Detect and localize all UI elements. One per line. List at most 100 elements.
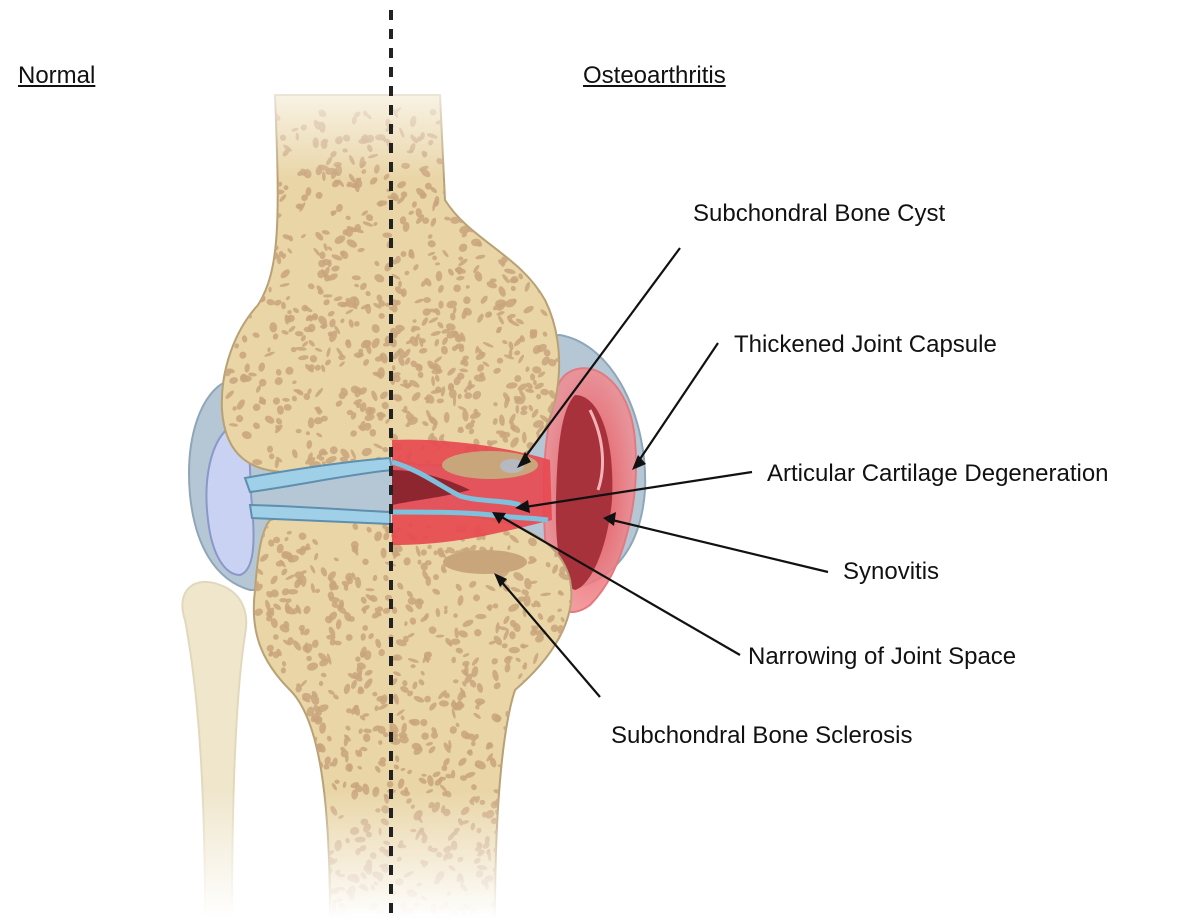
trabecular-dot [558, 672, 563, 677]
trabecular-dot [529, 194, 538, 200]
trabecular-dot [251, 255, 264, 266]
trabecular-dot [529, 751, 540, 761]
trabecular-dot [559, 291, 571, 304]
trabecular-dot [232, 198, 239, 205]
trabecular-dot [266, 685, 272, 693]
trabecular-dot [237, 271, 246, 280]
trabecular-dot [432, 256, 437, 261]
trabecular-dot [452, 330, 457, 338]
trabecular-dot [222, 326, 229, 332]
trabecular-dot [508, 242, 519, 251]
trabecular-dot [449, 183, 459, 192]
trabecular-dot [514, 710, 521, 722]
trabecular-dot [504, 241, 513, 253]
trabecular-dot [550, 224, 559, 232]
trabecular-dot [286, 715, 294, 722]
trabecular-dot [505, 742, 516, 753]
heading-normal: Normal [18, 64, 95, 88]
trabecular-dot [527, 203, 534, 210]
trabecular-dot [514, 256, 519, 261]
trabecular-dot [560, 764, 567, 774]
trabecular-dot [504, 245, 510, 250]
trabecular-dot [288, 707, 292, 714]
trabecular-dot [426, 576, 432, 586]
trabecular-dot [545, 749, 554, 760]
trabecular-dot [539, 218, 550, 229]
trabecular-dot [546, 770, 557, 781]
trabecular-dot [308, 417, 314, 428]
trabecular-dot [252, 711, 260, 718]
trabecular-dot [569, 858, 574, 863]
trabecular-dot [554, 827, 559, 835]
trabecular-dot [312, 781, 319, 788]
trabecular-dot [224, 209, 228, 217]
subchondral-bone-sclerosis [443, 550, 527, 574]
trabecular-dot [563, 769, 568, 774]
trabecular-dot [548, 236, 554, 242]
trabecular-dot [564, 876, 570, 884]
trabecular-dot [552, 177, 559, 185]
trabecular-dot [564, 869, 573, 881]
trabecular-dot [548, 758, 558, 771]
trabecular-dot [558, 184, 569, 194]
trabecular-dot [528, 758, 535, 765]
trabecular-dot [479, 218, 484, 221]
trabecular-dot [556, 826, 566, 838]
trabecular-dot [417, 365, 422, 370]
trabecular-dot [568, 758, 578, 766]
trabecular-dot [539, 727, 547, 735]
trabecular-dot [252, 711, 259, 715]
trabecular-dot [550, 831, 557, 840]
trabecular-dot [540, 247, 546, 252]
trabecular-dot [503, 242, 509, 249]
trabecular-dot [236, 314, 243, 321]
trabecular-dot [481, 215, 489, 220]
trabecular-dot [527, 198, 534, 203]
trabecular-dot [303, 783, 313, 789]
trabecular-dot [515, 183, 523, 192]
trabecular-dot [295, 779, 305, 789]
trabecular-dot [522, 738, 532, 745]
trabecular-dot [239, 314, 245, 318]
trabecular-dot [557, 150, 568, 160]
trabecular-dot [222, 321, 234, 329]
trabecular-dot [561, 712, 567, 718]
trabecular-dot [253, 190, 263, 196]
trabecular-dot [514, 192, 523, 201]
trabecular-dot [259, 199, 265, 206]
trabecular-dot [531, 232, 543, 239]
trabecular-dot [231, 303, 243, 308]
label-subchondral-bone-sclerosis: Subchondral Bone Sclerosis [611, 724, 913, 748]
trabecular-dot [234, 263, 242, 274]
trabecular-dot [231, 281, 239, 289]
trabecular-dot [281, 744, 292, 751]
trabecular-dot [273, 767, 284, 778]
trabecular-dot [564, 871, 574, 881]
trabecular-dot [531, 184, 540, 191]
heading-osteoarthritis: Osteoarthritis [583, 64, 726, 88]
trabecular-dot [280, 748, 289, 753]
trabecular-dot [557, 716, 566, 727]
trabecular-dot [544, 204, 552, 210]
trabecular-dot [291, 709, 303, 717]
trabecular-dot [282, 715, 290, 724]
trabecular-dot [227, 185, 237, 195]
trabecular-dot [566, 758, 574, 766]
trabecular-dot [398, 281, 402, 288]
trabecular-dot [550, 864, 562, 875]
trabecular-dot [568, 689, 575, 695]
trabecular-dot [223, 299, 228, 308]
trabecular-dot [254, 272, 263, 285]
trabecular-dot [543, 750, 550, 756]
trabecular-dot [555, 225, 562, 232]
trabecular-dot [503, 233, 509, 239]
trabecular-dot [558, 874, 565, 883]
trabecular-dot [328, 259, 332, 267]
trabecular-dot [226, 304, 236, 313]
trabecular-dot [566, 859, 578, 868]
trabecular-dot [450, 217, 460, 224]
trabecular-dot [534, 712, 543, 720]
trabecular-dot [260, 690, 271, 702]
trabecular-dot [268, 762, 273, 769]
